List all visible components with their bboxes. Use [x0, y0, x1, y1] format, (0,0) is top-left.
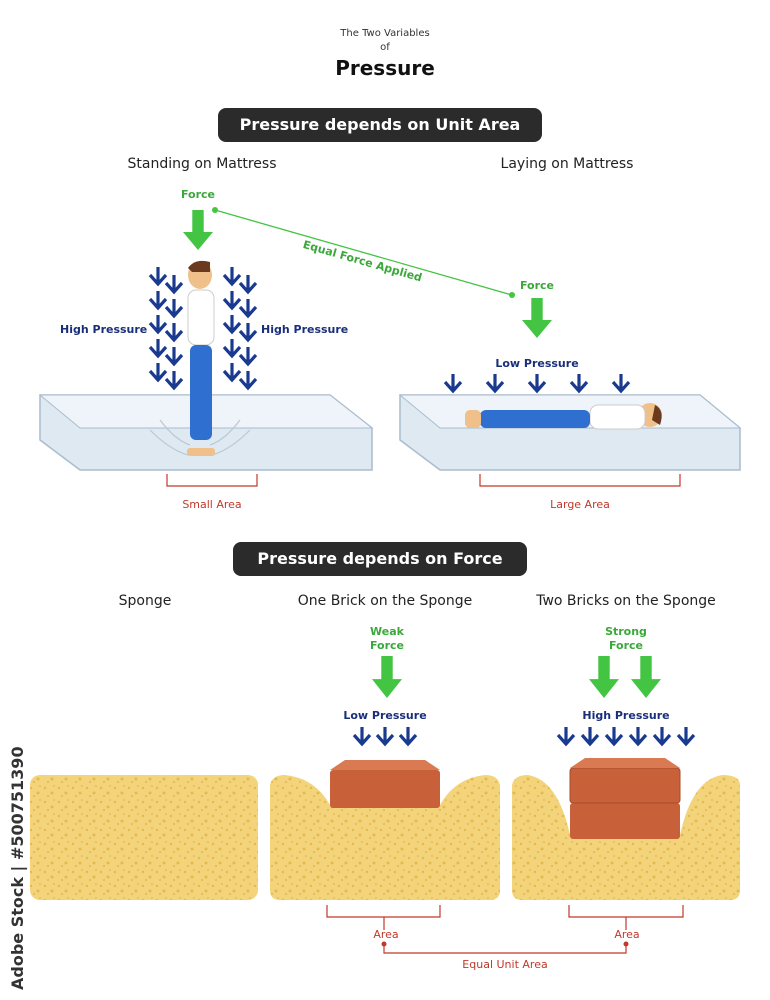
- small-area-bracket: [166, 474, 258, 487]
- pressure-arrow-icon: [375, 727, 395, 747]
- pressure-arrow-icon: [485, 374, 505, 394]
- strong-force-arrow-icon: [631, 656, 661, 698]
- heading-sponge: Sponge: [118, 593, 172, 609]
- pressure-arrow-icon: [238, 371, 258, 391]
- pressure-arrow-icon: [352, 727, 372, 747]
- pressure-arrow-icon: [398, 727, 418, 747]
- high-pressure-bricks-label: High Pressure: [582, 709, 670, 722]
- force-arrow-right-icon: [522, 298, 552, 338]
- pressure-arrow-icon: [148, 267, 168, 287]
- pressure-arrow-icon: [580, 727, 600, 747]
- pressure-arrow-icon: [604, 727, 624, 747]
- high-pressure-right: High Pressure: [261, 323, 349, 336]
- mattress-right: [398, 394, 742, 471]
- weak-force-arrow-icon: [372, 656, 402, 698]
- pressure-arrow-icon: [164, 323, 184, 343]
- standing-person-icon: [187, 260, 215, 456]
- pressure-arrow-icon: [148, 291, 168, 311]
- pill-unit-area: Pressure depends on Unit Area: [218, 108, 542, 142]
- page-title: Pressure: [335, 56, 435, 80]
- subtitle-line2: of: [380, 42, 390, 53]
- pressure-arrow-icon: [238, 347, 258, 367]
- stock-credit: Adobe Stock | #500751390: [8, 746, 27, 990]
- sponge-two-bricks: [512, 758, 740, 900]
- heading-standing: Standing on Mattress: [127, 156, 277, 172]
- pressure-arrow-icon: [148, 363, 168, 383]
- heading-laying: Laying on Mattress: [500, 156, 634, 172]
- area-bracket-left: [326, 905, 441, 918]
- pressure-arrow-icon: [238, 299, 258, 319]
- weak-force-line1: Weak: [370, 625, 404, 638]
- large-area-label: Large Area: [550, 498, 610, 511]
- large-area-bracket: [479, 474, 681, 487]
- pressure-arrow-icon: [611, 374, 631, 394]
- weak-force-line2: Force: [369, 639, 405, 652]
- pressure-arrow-icon: [222, 267, 242, 287]
- pressure-arrow-icon: [569, 374, 589, 394]
- pressure-arrow-icon: [164, 371, 184, 391]
- pill-force: Pressure depends on Force: [233, 542, 527, 576]
- force-label-right: Force: [519, 279, 555, 292]
- strong-force-arrow-icon: [589, 656, 619, 698]
- small-area-label: Small Area: [182, 498, 242, 511]
- force-arrow-left-icon: [183, 210, 213, 250]
- pressure-arrow-icon: [556, 727, 576, 747]
- pressure-arrow-icon: [164, 299, 184, 319]
- pressure-arrow-icon: [148, 339, 168, 359]
- low-pressure-label: Low Pressure: [495, 357, 579, 370]
- force-label-left: Force: [180, 188, 216, 201]
- pressure-arrow-icon: [222, 363, 242, 383]
- area-label-right: Area: [614, 928, 640, 941]
- low-pressure-brick-label: Low Pressure: [343, 709, 427, 722]
- pressure-arrow-icon: [238, 275, 258, 295]
- pressure-arrow-icon: [238, 323, 258, 343]
- pressure-arrow-icon: [676, 727, 696, 747]
- arrows-layer: [148, 210, 696, 747]
- pressure-arrow-icon: [527, 374, 547, 394]
- equal-unit-area-bracket: [383, 944, 627, 954]
- equal-force-connector: [214, 209, 513, 296]
- pressure-arrow-icon: [222, 315, 242, 335]
- heading-two-bricks: Two Bricks on the Sponge: [536, 593, 716, 609]
- pressure-arrow-icon: [222, 339, 242, 359]
- subtitle-line1: The Two Variables: [340, 28, 430, 39]
- pressure-arrow-icon: [164, 275, 184, 295]
- equal-unit-area-label: Equal Unit Area: [462, 958, 548, 971]
- pressure-arrow-icon: [443, 374, 463, 394]
- pressure-arrow-icon: [148, 315, 168, 335]
- pressure-arrow-icon: [222, 291, 242, 311]
- laying-person-icon: [465, 403, 662, 430]
- sponge-one-brick: [270, 760, 500, 900]
- strong-force-line2: Force: [608, 639, 644, 652]
- sponge-plain: [30, 775, 258, 900]
- strong-force-line1: Strong: [605, 625, 647, 638]
- high-pressure-left: High Pressure: [60, 323, 148, 336]
- area-bracket-right: [568, 905, 684, 918]
- pressure-arrow-icon: [628, 727, 648, 747]
- heading-one-brick: One Brick on the Sponge: [297, 593, 473, 609]
- pressure-arrow-icon: [164, 347, 184, 367]
- area-label-left: Area: [373, 928, 399, 941]
- pressure-arrow-icon: [652, 727, 672, 747]
